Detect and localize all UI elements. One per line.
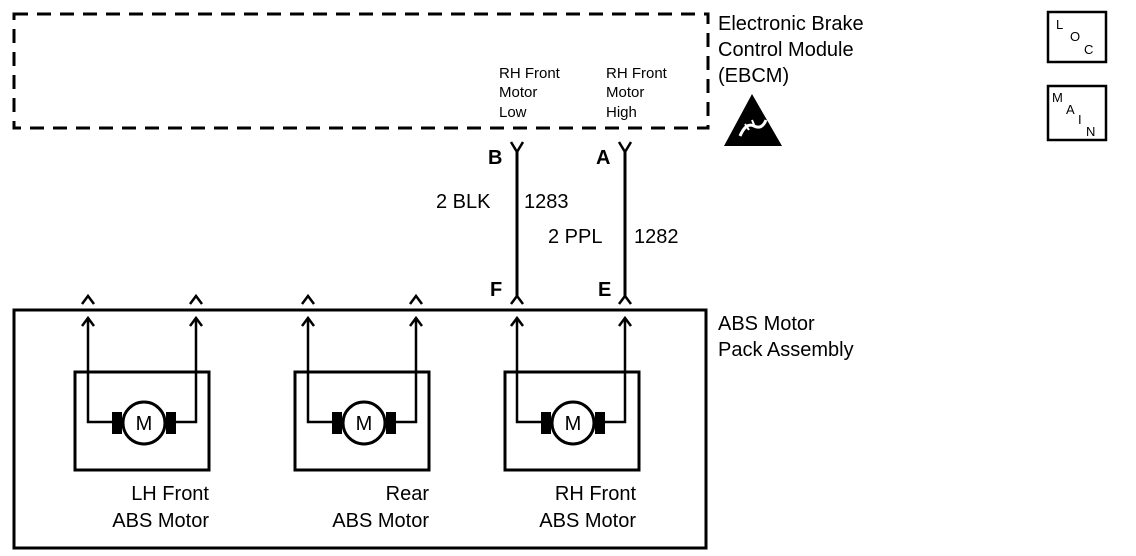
motor-2-label-line-1: Rear <box>386 483 430 505</box>
pin-a: A <box>596 147 610 169</box>
main-icon-letter-i: I <box>1078 112 1082 127</box>
pin-b: B <box>488 147 502 169</box>
connector-caret-4 <box>409 293 423 305</box>
loc-icon-letter-o: O <box>1070 29 1080 44</box>
pin-b-label-line-3: Low <box>499 104 527 121</box>
pin-a-label-line-1: RH Front <box>606 65 668 82</box>
motor-2-label-line-2: ABS Motor <box>332 510 429 532</box>
connector-caret-1 <box>81 293 95 305</box>
abs-assembly-box <box>12 308 708 550</box>
wire2-color: 2 PPL <box>548 226 602 248</box>
assembly-title-line-1: ABS Motor <box>718 313 815 335</box>
loc-icon-letter-l: L <box>1056 17 1063 32</box>
pin-f: F <box>490 279 502 301</box>
motor-rear <box>293 315 431 472</box>
pin-e: E <box>598 279 611 301</box>
wire1-color: 2 BLK <box>436 191 491 213</box>
motor-symbol-2: M <box>356 413 373 435</box>
ebcm-box <box>12 12 710 130</box>
ebcm-title-line-2: Control Module <box>718 39 854 61</box>
motor-1-label-line-1: LH Front <box>131 483 209 505</box>
motor-symbol-1: M <box>136 413 153 435</box>
motor-3-label-line-2: ABS Motor <box>539 510 636 532</box>
ebcm-title-line-1: Electronic Brake <box>718 13 864 35</box>
motor-1-label-line-2: ABS Motor <box>112 510 209 532</box>
connector-caret-2 <box>189 293 203 305</box>
wire1-circuit: 1283 <box>524 191 569 213</box>
ebcm-title-line-3: (EBCM) <box>718 65 789 87</box>
connector-caret-3 <box>301 293 315 305</box>
main-icon-letter-a: A <box>1066 102 1075 117</box>
pin-a-label-line-2: Motor <box>606 84 644 101</box>
pin-b-label-line-1: RH Front <box>499 65 561 82</box>
motor-3-label-line-1: RH Front <box>555 483 637 505</box>
loc-icon[interactable]: L O C <box>1046 10 1108 64</box>
connector-caret-e <box>618 293 632 305</box>
connector-caret-f <box>510 293 524 305</box>
pin-a-label-line-3: High <box>606 104 637 121</box>
wire2-circuit: 1282 <box>634 226 679 248</box>
loc-icon-letter-c: C <box>1084 42 1093 57</box>
motor-symbol-3: M <box>565 413 582 435</box>
motor-rh-front <box>503 315 641 472</box>
main-icon-letter-n: N <box>1086 124 1095 139</box>
motor-lh-front <box>73 315 211 472</box>
esd-warning-icon <box>724 94 782 146</box>
main-icon-letter-m: M <box>1052 90 1063 105</box>
main-icon[interactable]: M A I N <box>1046 84 1108 142</box>
pin-b-label-line-2: Motor <box>499 84 537 101</box>
assembly-title-line-2: Pack Assembly <box>718 339 854 361</box>
